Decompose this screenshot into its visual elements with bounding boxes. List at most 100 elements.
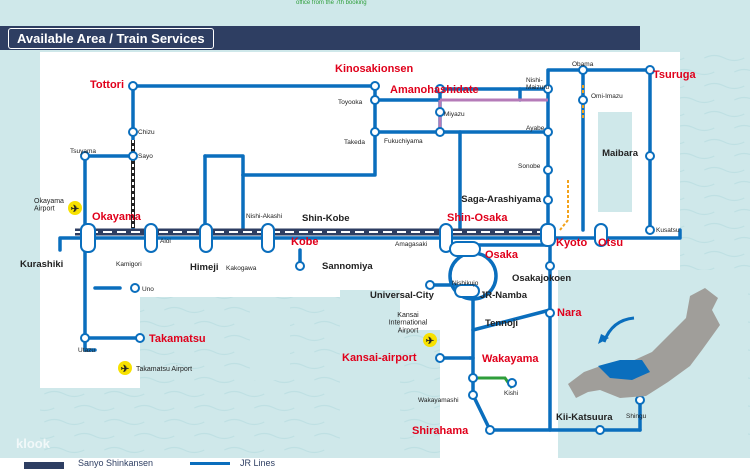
station-label-shin-kobe: Shin-Kobe	[302, 213, 350, 224]
interchange-otsu	[594, 223, 608, 247]
station-label-osakajokoen: Osakajokoen	[512, 273, 571, 284]
marker-ayabe	[543, 127, 553, 137]
station-label-osaka: Osaka	[485, 249, 519, 261]
station-label-miyazu: Miyazu	[444, 111, 465, 118]
sea-west	[340, 290, 400, 458]
station-label-amanohashidate: Amanohashidate	[390, 84, 479, 96]
station-label-takamatsu-airport: Takamatsu Airport	[136, 366, 192, 373]
station-label-amagasaki: Amagasaki	[395, 241, 427, 248]
station-label-ayabe: Ayabe	[526, 125, 545, 132]
station-label-saga-arashiyama: Saga-Arashiyama	[461, 194, 541, 205]
header-bar: Available Area / Train Services	[0, 26, 640, 50]
station-label-kamigori: Kamigori	[116, 261, 142, 268]
marker-kinosakionsen	[370, 81, 380, 91]
station-label-kii-katsuura: Kii-Katsuura	[556, 412, 613, 423]
station-label-wakayama: Wakayama	[482, 353, 539, 365]
line-main-trunk	[58, 228, 682, 252]
station-label-nishi-akashi: Nishi-Akashi	[246, 213, 282, 220]
marker-sannomiya	[295, 261, 305, 271]
legend: Sanyo Shinkansen JR Lines	[0, 458, 750, 469]
marker-kansai-airport	[435, 353, 445, 363]
station-labels: TottoriKinosakionsenAmanohashidateTsurug…	[20, 61, 696, 437]
marker-miyazu	[435, 107, 445, 117]
marker-utazu	[80, 333, 90, 343]
marker-takamatsu	[135, 333, 145, 343]
line-fukuchiyama-south	[241, 130, 377, 177]
marker-kii-katsuura	[595, 425, 605, 435]
station-label-nishikujo: Nishikujo	[452, 280, 479, 287]
interchange-markers	[80, 223, 608, 298]
legend-jr-label: JR Lines	[240, 458, 276, 468]
marker-chizu	[128, 127, 138, 137]
line-kishin-link	[203, 154, 245, 177]
marker-kusatsu	[645, 225, 655, 235]
interchange-kyoto	[540, 223, 556, 247]
station-label-tennoji: Tennoji	[485, 318, 518, 329]
station-label-kusatsu: Kusatsu	[656, 227, 680, 234]
station-label-toyooka: Toyooka	[338, 99, 363, 106]
station-label-nara: Nara	[557, 307, 582, 319]
station-label-himeji: Himeji	[190, 262, 219, 273]
station-label-sayo: Sayo	[138, 153, 153, 160]
interchange-shin-osaka	[439, 223, 453, 253]
station-markers	[80, 65, 655, 435]
inland-water	[250, 112, 632, 458]
station-label-maibara: Maibara	[602, 148, 639, 159]
interchange-himeji	[199, 223, 213, 253]
osaka-bay	[250, 300, 290, 380]
station-label-tottori: Tottori	[90, 79, 124, 91]
line-marine-liner	[83, 248, 97, 352]
west-sea	[0, 40, 40, 458]
station-label-shin-osaka: Shin-Osaka	[447, 212, 508, 224]
marker-sonobe	[543, 165, 553, 175]
plane-glyph: ✈	[71, 204, 80, 215]
marker-omi-imazu	[578, 95, 588, 105]
marker-wakayama	[468, 373, 478, 383]
airport-icon	[118, 361, 132, 375]
station-label-sannomiya: Sannomiya	[322, 261, 373, 272]
station-label-kurashiki: Kurashiki	[20, 259, 63, 270]
marker-shirahama	[485, 425, 495, 435]
station-label-wakayamashi: Wakayamashi	[418, 397, 459, 404]
station-label-omi-imazu: Omi-Imazu	[591, 93, 623, 100]
marker-shingu	[635, 395, 645, 405]
station-label-takamatsu: Takamatsu	[149, 333, 206, 345]
station-label-kansai-airport: Kansai-airport	[342, 352, 417, 364]
station-label-kakogawa: Kakogawa	[226, 265, 257, 272]
station-label-fukuchiyama: Fukuchiyama	[384, 138, 423, 145]
marker-uno	[130, 283, 140, 293]
airport-icon	[423, 333, 437, 347]
marker-tsuruga	[645, 65, 655, 75]
station-label-okayama: Okayama	[92, 211, 142, 223]
marker-universal-city	[425, 280, 435, 290]
station-label-utazu: Utazu	[78, 347, 95, 354]
legend-shinkansen-label: Sanyo Shinkansen	[78, 458, 154, 468]
marker-takeda	[370, 127, 380, 137]
marker-toyooka	[370, 95, 380, 105]
station-label-tsuyama: Tsuyama	[70, 148, 96, 155]
marker-nishi-maizuru	[543, 84, 553, 94]
legend-jr-icon	[190, 462, 230, 465]
plane-glyph: ✈	[121, 364, 130, 375]
kansai-highlight	[598, 360, 650, 380]
watermark: klook	[16, 436, 50, 451]
marker-saga-arashiyama	[543, 195, 553, 205]
marker-tsuyama	[80, 151, 90, 161]
marker-nara	[545, 308, 555, 318]
pointer-arrow-head	[598, 334, 609, 344]
station-label-kishi: Kishi	[504, 390, 518, 397]
interchange-osaka	[449, 241, 481, 257]
interchange-namba	[454, 284, 480, 298]
japan-inset	[568, 288, 720, 398]
marker-obama	[578, 65, 588, 75]
station-label-otsu: Otsu	[598, 237, 623, 249]
marker-sayo	[128, 151, 138, 161]
marker-fukuchiyama	[435, 127, 445, 137]
airport-icons: ✈ ✈ ✈	[68, 201, 437, 375]
legend-shinkansen-icon	[24, 462, 64, 469]
station-label-universal-city: Universal-City	[370, 290, 435, 301]
